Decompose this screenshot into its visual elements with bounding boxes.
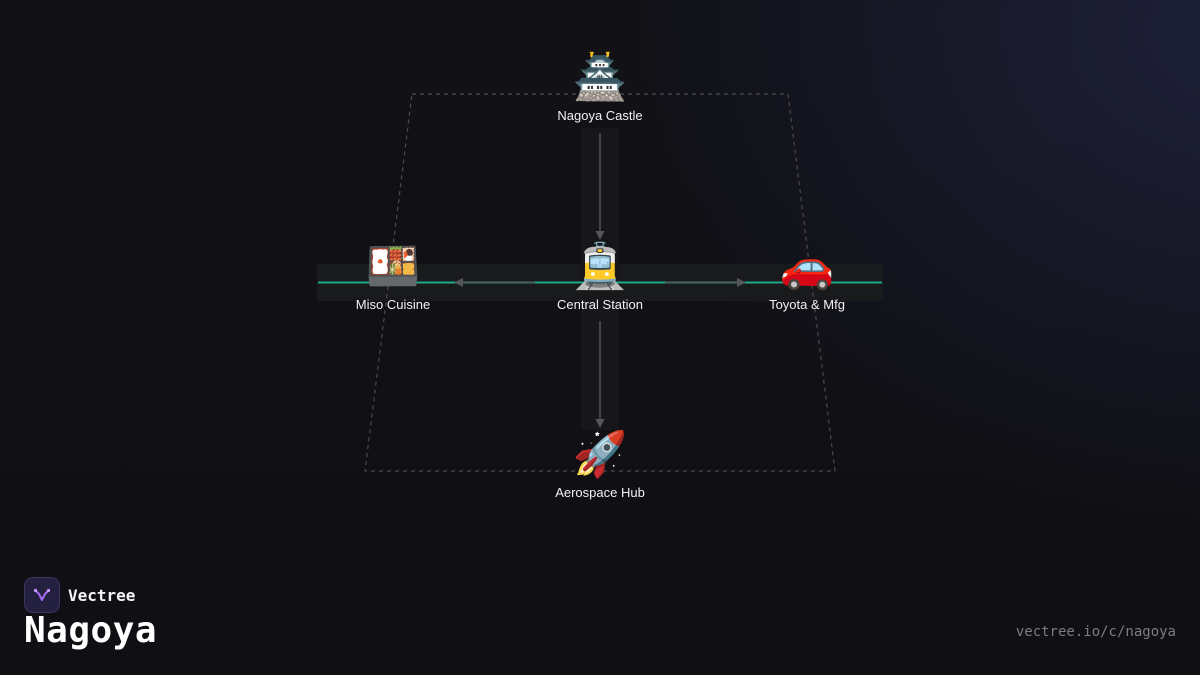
node-nagoya-castle: 🏯 Nagoya Castle	[500, 52, 700, 123]
arrow-center-to-left	[454, 278, 535, 287]
bento-box-icon: 🍱	[365, 241, 421, 292]
page-title: Nagoya	[24, 610, 158, 651]
region-outline	[364, 93, 836, 472]
node-label: Miso Cuisine	[355, 297, 431, 312]
node-aerospace-hub: 🚀 Aerospace Hub	[500, 429, 700, 500]
tram-icon: 🚊	[572, 241, 628, 292]
node-toyota-mfg: 🚗 Toyota & Mfg	[707, 241, 907, 312]
brand-name: Vectree	[68, 585, 136, 605]
castle-icon: 🏯	[572, 52, 628, 103]
node-central-station: 🚊 Central Station	[500, 241, 700, 312]
page-url[interactable]: vectree.io/c/nagoya	[1015, 624, 1176, 640]
vectree-logo-icon	[24, 577, 60, 613]
rocket-icon: 🚀	[572, 429, 628, 480]
arrow-castle-to-station	[595, 133, 605, 240]
node-label: Toyota & Mfg	[769, 297, 845, 312]
arrow-center-to-right	[665, 278, 746, 287]
arrow-station-to-aerospace	[595, 321, 605, 428]
node-label: Nagoya Castle	[557, 108, 643, 123]
node-label: Central Station	[557, 297, 643, 312]
node-label: Aerospace Hub	[555, 485, 645, 500]
node-miso-cuisine: 🍱 Miso Cuisine	[293, 241, 493, 312]
brand: Vectree	[24, 577, 135, 613]
car-icon: 🚗	[779, 241, 835, 292]
